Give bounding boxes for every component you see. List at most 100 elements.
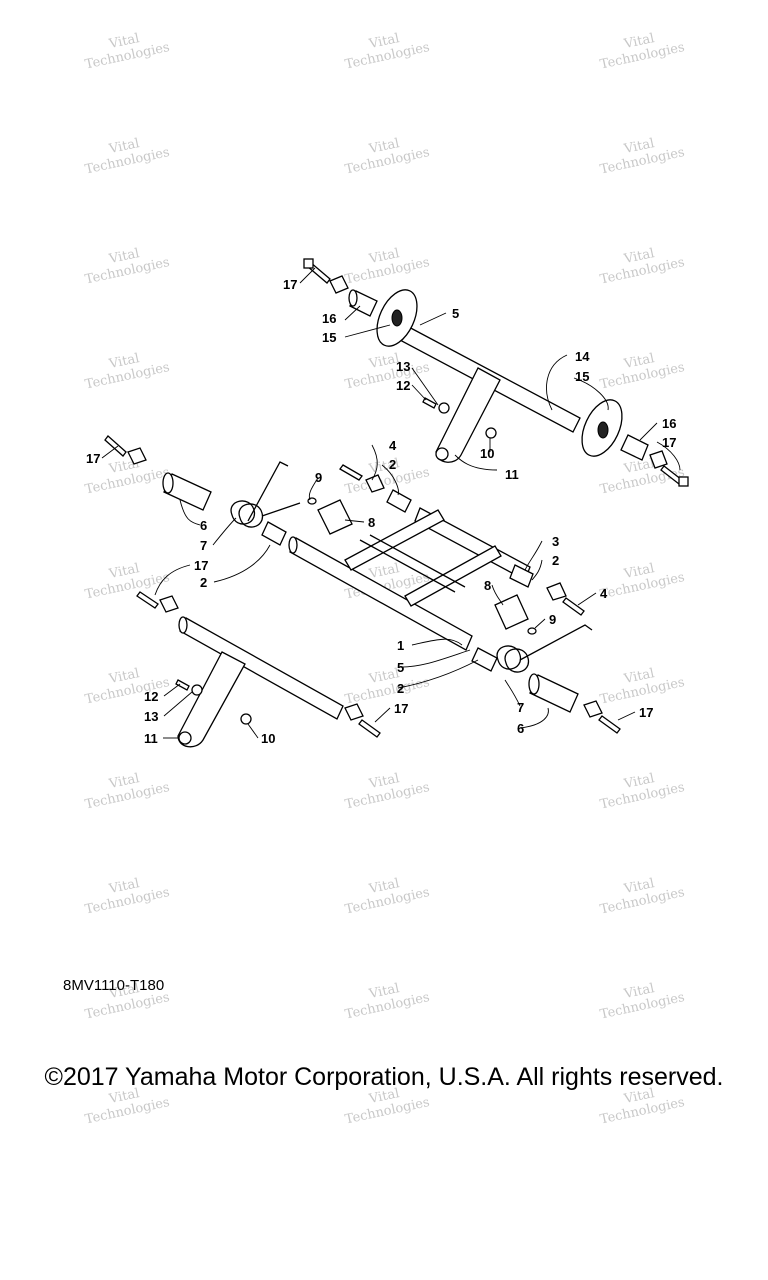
watermark: VitalTechnologies xyxy=(81,765,171,812)
watermark: VitalTechnologies xyxy=(596,765,686,812)
watermark: VitalTechnologies xyxy=(341,25,431,72)
callout-4: 4 xyxy=(600,586,608,601)
washer-13-lower xyxy=(191,684,203,696)
callouts: 17 16 15 5 13 12 14 15 10 11 16 17 17 4 … xyxy=(86,277,676,746)
watermark: VitalTechnologies xyxy=(596,25,686,72)
bolt-17-lower-mid xyxy=(358,719,381,738)
callout-6: 6 xyxy=(517,721,524,736)
callout-4: 4 xyxy=(389,438,397,453)
callout-14: 14 xyxy=(575,349,590,364)
callout-7: 7 xyxy=(517,700,524,715)
bolt-12-upper xyxy=(422,397,437,409)
bolt-4-upper xyxy=(339,464,363,481)
watermark: VitalTechnologies xyxy=(81,25,171,72)
callout-7: 7 xyxy=(200,538,207,553)
callout-11: 11 xyxy=(505,467,519,482)
bolt-17-left-mid xyxy=(136,591,159,609)
callout-2: 2 xyxy=(397,681,404,696)
block-8-upper xyxy=(317,499,353,535)
front-crossbar-end xyxy=(288,536,298,554)
spring-right xyxy=(496,624,593,673)
watermark: VitalTechnologies xyxy=(596,975,686,1022)
callout-2: 2 xyxy=(200,575,207,590)
cap-4-lower xyxy=(546,582,567,601)
callout-11: 11 xyxy=(144,731,158,746)
callout-17: 17 xyxy=(283,277,297,292)
callout-16: 16 xyxy=(662,416,676,431)
ladder-inner-bars xyxy=(359,534,466,593)
watermark: VitalTechnologies xyxy=(341,870,431,917)
bolt-12-lower xyxy=(175,679,190,691)
ladder-rail-2 xyxy=(404,545,502,607)
watermark: VitalTechnologies xyxy=(341,975,431,1022)
callout-8: 8 xyxy=(368,515,375,530)
callout-5: 5 xyxy=(452,306,459,321)
bolt-4-lower xyxy=(562,597,585,616)
bolt-head-upper-right xyxy=(678,476,689,487)
callout-9: 9 xyxy=(315,470,322,485)
lower-shaft-end xyxy=(178,616,188,634)
bolt-17-right xyxy=(598,715,621,734)
callout-12: 12 xyxy=(144,689,158,704)
watermark: VitalTechnologies xyxy=(341,345,431,392)
callout-10: 10 xyxy=(261,731,275,746)
front-crossbar xyxy=(289,537,473,651)
callout-6: 6 xyxy=(200,518,207,533)
callout-13: 13 xyxy=(396,359,410,374)
wheel-right-hub xyxy=(597,421,609,439)
bushing-2-left xyxy=(261,521,287,546)
leader-lines xyxy=(101,267,681,739)
cap-17-lower-mid xyxy=(344,703,364,721)
callout-17: 17 xyxy=(662,435,676,450)
pad-6-left-end xyxy=(162,472,174,494)
ladder-rail-1 xyxy=(344,509,445,571)
callout-9: 9 xyxy=(549,612,556,627)
callout-1: 1 xyxy=(397,638,404,653)
block-8-lower xyxy=(494,594,529,630)
callout-17: 17 xyxy=(639,705,653,720)
drawing-code: 8MV1110-T180 xyxy=(63,977,165,994)
clip-9-lower xyxy=(527,627,537,635)
washer-13-upper xyxy=(438,402,450,414)
copyright-notice: ©2017 Yamaha Motor Corporation, U.S.A. A… xyxy=(44,1063,724,1091)
callout-2: 2 xyxy=(389,457,396,472)
lower-arm-assembly xyxy=(104,435,621,748)
watermark: VitalTechnologies xyxy=(596,555,686,602)
bushing-2-lower xyxy=(471,647,498,672)
watermark: VitalTechnologies xyxy=(596,660,686,707)
watermark: VitalTechnologies xyxy=(596,870,686,917)
upper-axle-assembly xyxy=(303,258,689,487)
watermark: VitalTechnologies xyxy=(81,870,171,917)
callout-13: 13 xyxy=(144,709,158,724)
callout-17: 17 xyxy=(86,451,100,466)
pad-6-right-end xyxy=(528,673,540,695)
callout-2: 2 xyxy=(552,553,559,568)
cap-17-left-mid xyxy=(159,595,179,613)
bushing-right-upper xyxy=(620,434,649,461)
bushing-left-upper-end xyxy=(348,289,358,307)
upper-arm-eye xyxy=(435,447,449,461)
callout-17: 17 xyxy=(194,558,208,573)
callout-17: 17 xyxy=(394,701,408,716)
callout-10: 10 xyxy=(480,446,494,461)
watermark: VitalTechnologies xyxy=(341,130,431,177)
bolt-17-left-top xyxy=(104,435,127,457)
watermark: VitalTechnologies xyxy=(596,345,686,392)
watermark: VitalTechnologies xyxy=(81,240,171,287)
spring-left xyxy=(230,461,301,528)
lower-arm-eye xyxy=(178,731,192,745)
watermark: VitalTechnologies xyxy=(596,130,686,177)
watermark: VitalTechnologies xyxy=(596,240,686,287)
callout-15: 15 xyxy=(322,330,336,345)
watermark: VitalTechnologies xyxy=(81,130,171,177)
cap-17-left-top xyxy=(127,447,147,465)
callout-15: 15 xyxy=(575,369,589,384)
bushing-3 xyxy=(509,564,534,588)
cap-17-right xyxy=(583,700,603,718)
callout-5: 5 xyxy=(397,660,404,675)
lower-arm xyxy=(177,651,246,748)
cap-upper-left xyxy=(329,275,349,294)
callout-12: 12 xyxy=(396,378,410,393)
